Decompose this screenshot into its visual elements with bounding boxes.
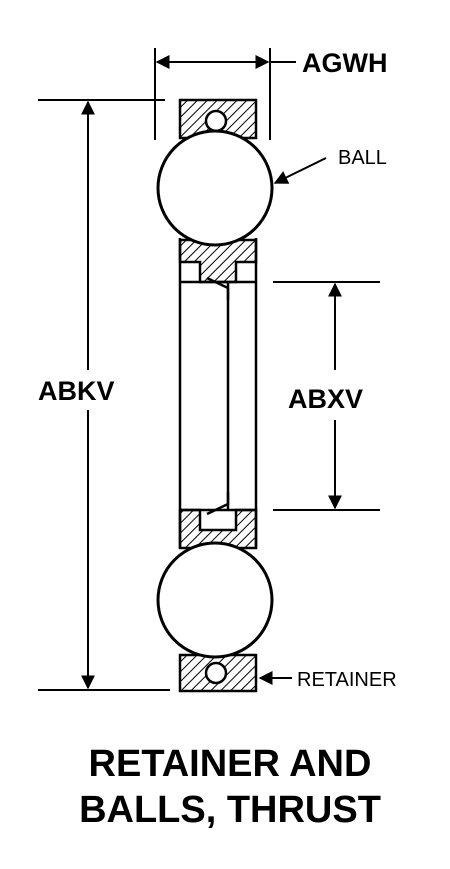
agwh-dimension (154, 48, 296, 140)
ball-label: BALL (338, 147, 387, 169)
caption-line-1: RETAINER AND (89, 743, 372, 785)
retainer-label: RETAINER (297, 669, 397, 691)
top-ball (156, 129, 274, 247)
abkv-dimension (38, 99, 170, 691)
bottom-ball (156, 541, 274, 659)
bottom-retainer (178, 653, 258, 693)
agwh-label: AGWH (302, 48, 387, 78)
inner-race (178, 238, 258, 548)
caption-line-2: BALLS, THRUST (79, 789, 381, 831)
ball-callout (273, 157, 327, 184)
abxv-label: ABXV (288, 384, 363, 414)
race-hatched-sections (178, 238, 258, 550)
balls (156, 129, 274, 659)
abkv-label: ABKV (38, 376, 115, 406)
abxv-dimension (273, 281, 380, 511)
